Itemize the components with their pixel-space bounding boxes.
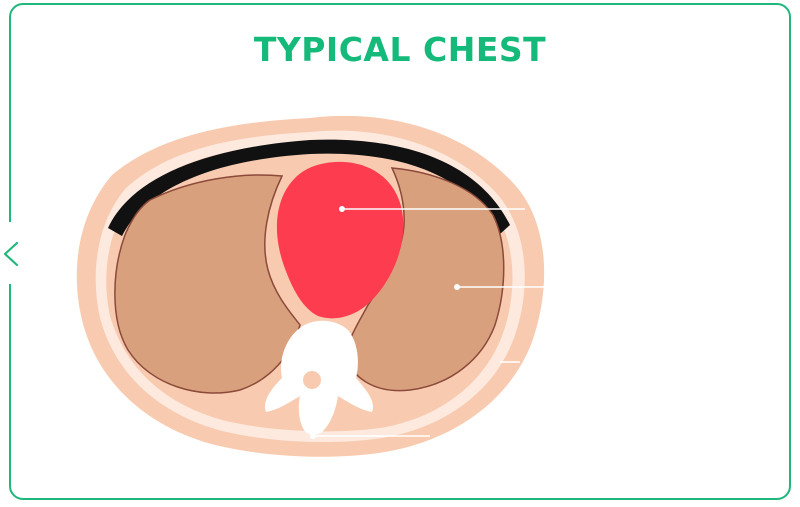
- heart: [276, 161, 404, 319]
- page-title: TYPICAL CHEST: [253, 30, 547, 69]
- pointer-dot-spine: [310, 433, 316, 439]
- right-lung: [114, 174, 301, 394]
- pointer-dot-heart: [339, 206, 345, 212]
- chevron-left-icon: [3, 241, 19, 267]
- back-button[interactable]: [0, 222, 22, 284]
- pointer-dot-lung: [454, 284, 460, 290]
- sternum-arc: [108, 139, 510, 236]
- spinal-canal: [303, 371, 321, 389]
